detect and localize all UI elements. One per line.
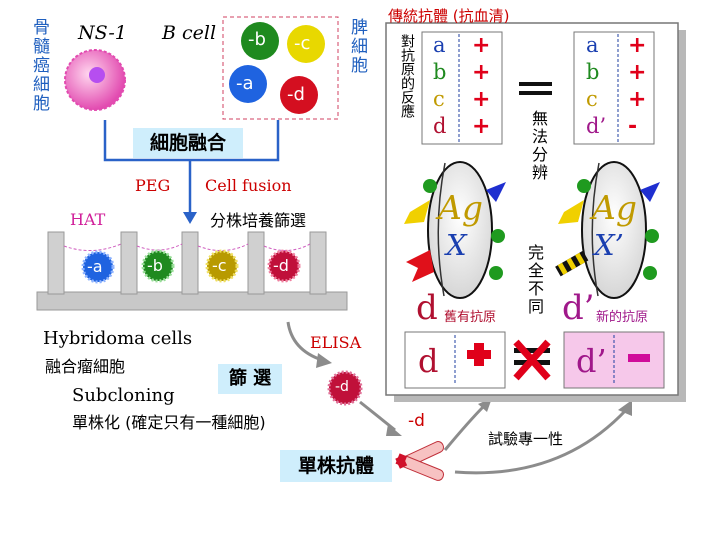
bcell-label: B cell (162, 22, 217, 44)
reaction-a-new: + (628, 33, 647, 58)
antigen-a-new: a (586, 33, 599, 57)
old-antigen-label: 舊有抗原 (444, 310, 497, 325)
not-equal-icon (513, 339, 551, 381)
cell-b-label: -b (248, 29, 266, 50)
well-cell-b (141, 249, 175, 283)
mab-box: 單株抗體 (280, 450, 392, 482)
elisa-cell-label: -d (335, 379, 349, 395)
antigen-right (555, 161, 660, 299)
reaction-c-new: + (628, 87, 647, 112)
d-old-label: d (416, 288, 438, 328)
cell-b (241, 22, 279, 60)
reaction-c: + (472, 87, 491, 112)
specificity-test-label: 試驗專一性 (488, 430, 564, 448)
ns1-label: NS-1 (78, 22, 127, 44)
table-right-antigens: a b c d’ (586, 32, 606, 140)
screen-box: 篩 選 (218, 364, 282, 394)
ns1-cell (64, 49, 126, 111)
culture-select-label: 分株培養篩選 (210, 211, 307, 230)
subcloning-zh: 單株化 (確定只有一種細胞) (72, 413, 266, 432)
cell-fusion-label: Cell fusion (205, 176, 292, 195)
cell-a (229, 65, 267, 103)
elisa-cell (327, 370, 363, 406)
spleen-box (222, 16, 339, 120)
down-arrow (183, 212, 197, 224)
table-left (421, 31, 503, 145)
indistinguishable-label: 無法分辨 (529, 110, 548, 182)
antigen-c-new: c (586, 87, 598, 111)
result-left-letter: d (418, 342, 439, 380)
well-a-label: -a (87, 257, 103, 276)
well-c-label: -c (212, 256, 227, 275)
result-right-letter: d’ (576, 342, 607, 380)
cell-d (280, 76, 318, 114)
well-cell-d (267, 249, 301, 283)
ag-right: Ag (592, 188, 637, 227)
antigen-d-prime: d’ (586, 114, 607, 138)
peg-label: PEG (135, 176, 171, 195)
reaction-a: + (472, 33, 491, 58)
table-left-reactions: + + + + (472, 32, 490, 140)
elisa-label: ELISA (310, 333, 362, 352)
cell-fusion-box: 細胞融合 (133, 128, 243, 158)
myeloma-label: 骨髓癌細胞 (29, 18, 49, 113)
ag-left: Ag (438, 188, 483, 227)
reaction-b-new: + (628, 60, 647, 85)
antigen-left (404, 161, 506, 299)
completely-different-label: 完全不同 (525, 244, 544, 316)
antibody-label: -d (408, 411, 425, 431)
x-right: X’ (594, 228, 624, 262)
culture-plate (36, 231, 348, 311)
reaction-d-prime: - (628, 114, 638, 139)
subcloning-en: Subcloning (72, 385, 175, 406)
table-right-reactions: + + + - (628, 32, 646, 140)
reaction-d: + (472, 114, 491, 139)
antigen-b: b (433, 60, 447, 84)
cell-c-label: -c (294, 33, 311, 54)
table-left-antigens: a b c d (433, 32, 446, 140)
well-cell-c (205, 249, 239, 283)
cell-d-label: -d (287, 84, 305, 105)
x-left: X (446, 228, 467, 262)
antigen-c: c (433, 87, 445, 111)
well-b-label: -b (147, 256, 163, 275)
reaction-label: 對抗原的反應 (399, 34, 415, 118)
cell-a-label: -a (236, 73, 254, 94)
spleen-label: 脾細胞 (347, 18, 367, 75)
well-d-label: -d (273, 256, 289, 275)
antigen-d: d (433, 114, 447, 138)
reaction-b: + (472, 60, 491, 85)
new-antigen-label: 新的抗原 (596, 310, 649, 325)
panel-title: 傳統抗體 (抗血清) (388, 7, 510, 25)
d-new-label: d’ (562, 288, 595, 328)
fusion-connector (103, 120, 280, 162)
table-right (573, 31, 655, 145)
hybridoma-zh: 融合瘤細胞 (45, 357, 126, 376)
antigen-a: a (433, 33, 446, 57)
hat-label: HAT (70, 210, 106, 229)
hybridoma-en: Hybridoma cells (43, 328, 193, 349)
antibody-icon (395, 441, 445, 481)
well-cell-a (81, 250, 115, 284)
cell-c (287, 25, 325, 63)
antigen-b-new: b (586, 60, 600, 84)
